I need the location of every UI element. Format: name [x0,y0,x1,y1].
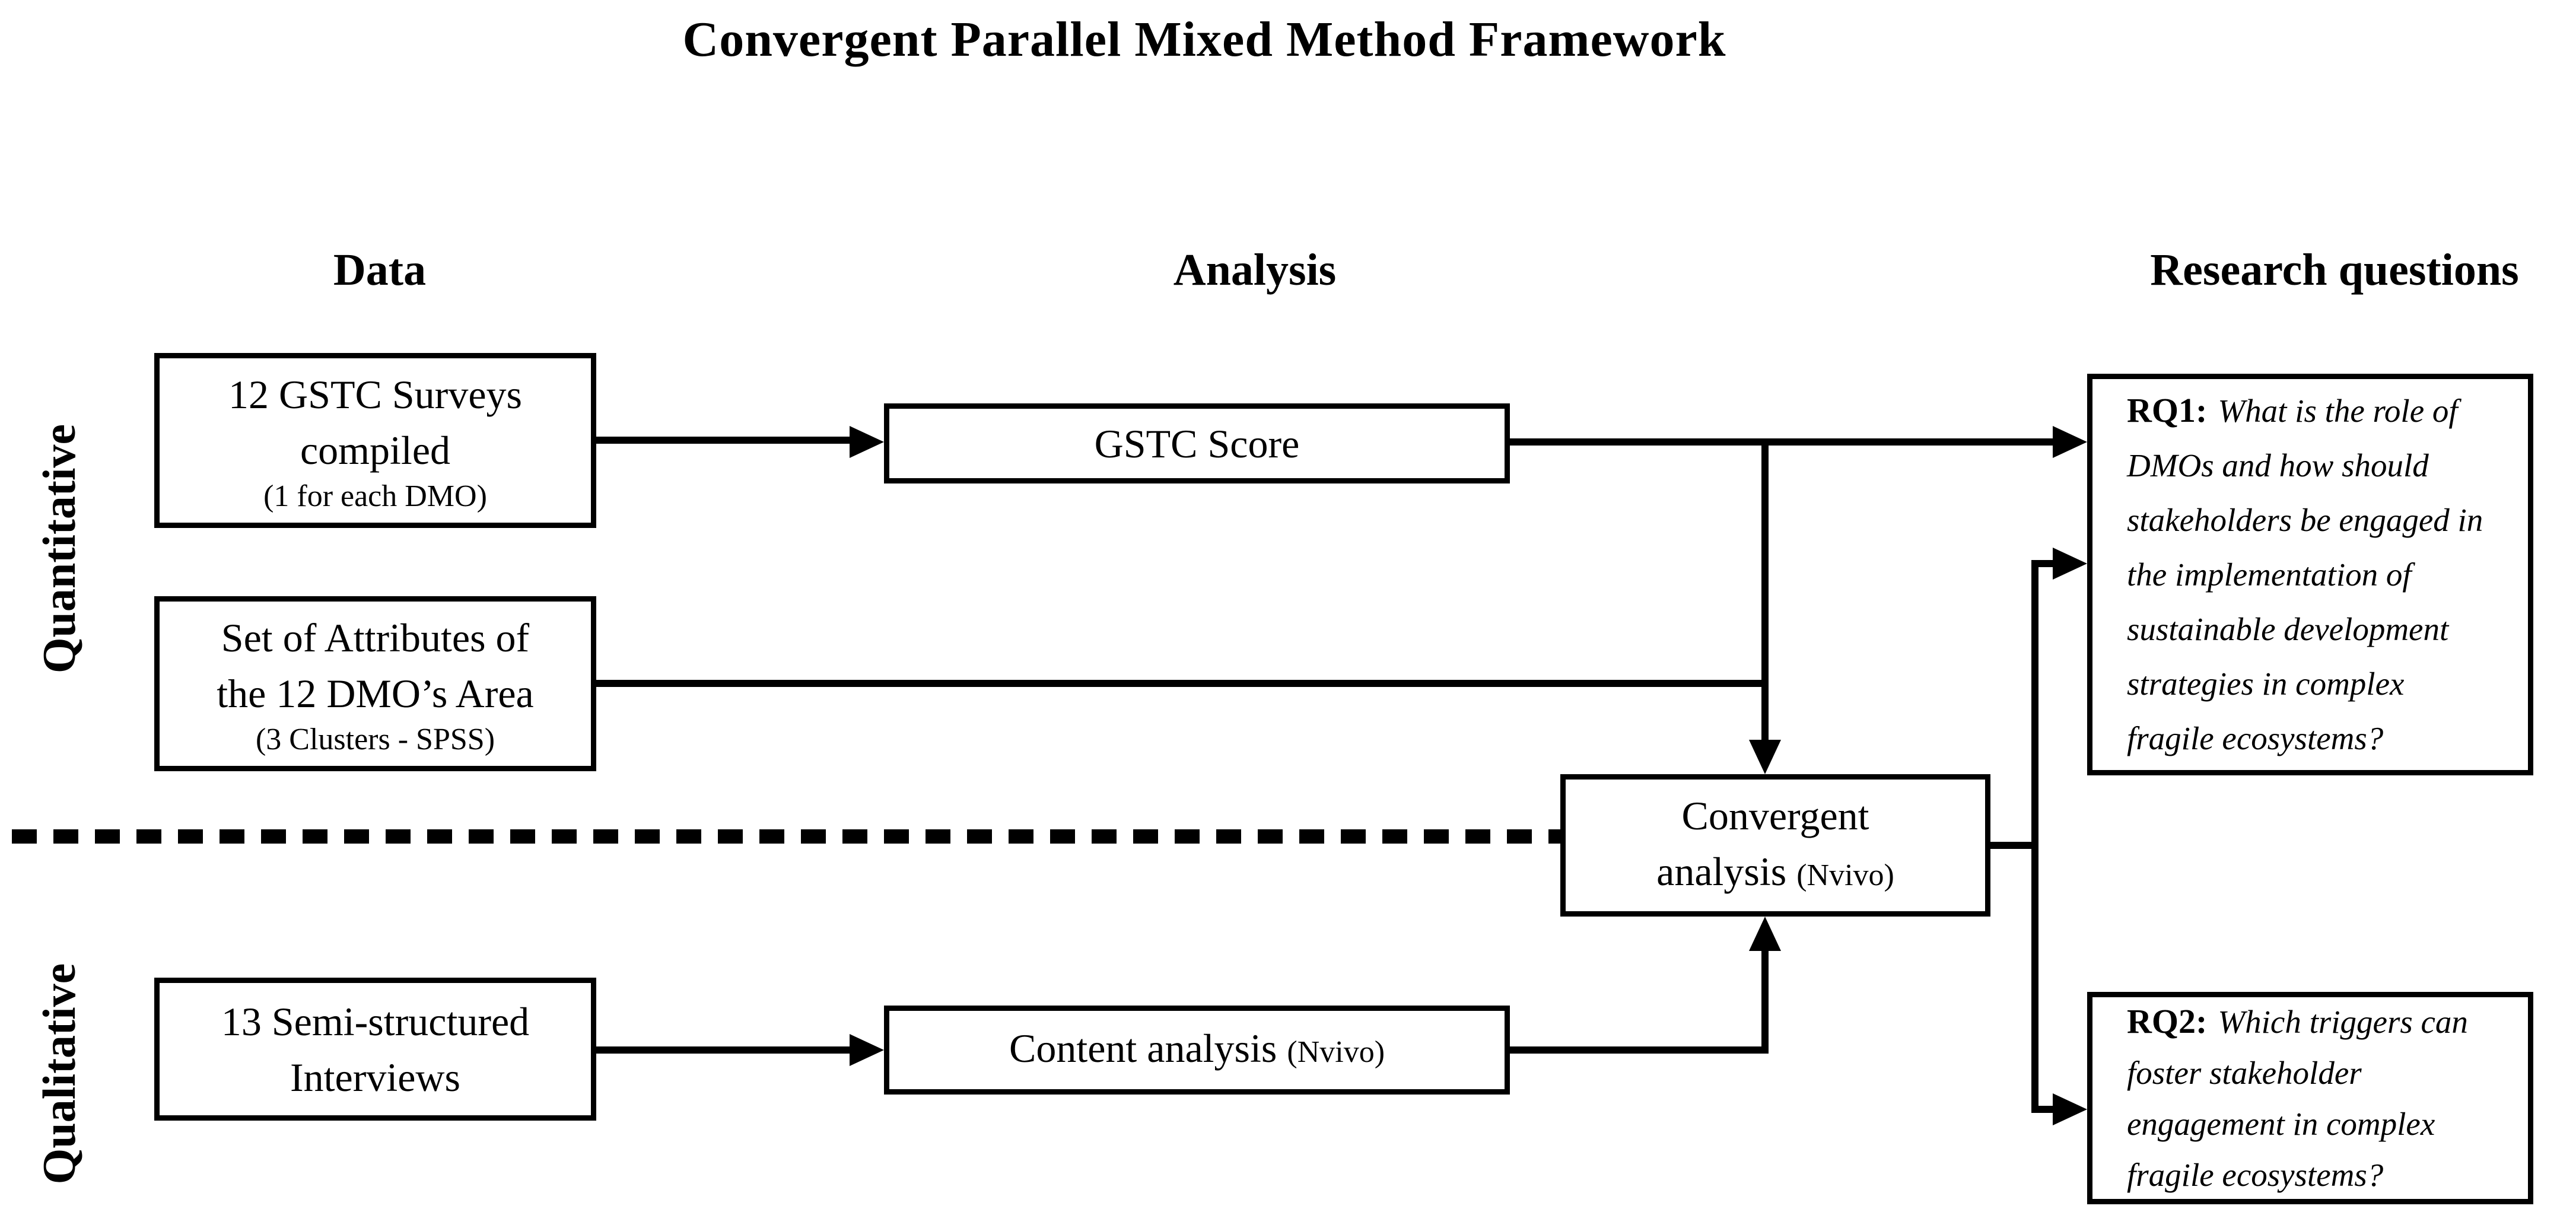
rq1-line-3: the implementation of [2127,556,2412,593]
arrowhead-into-convergent-bottom [1749,917,1781,951]
arrowhead-into-convergent-top [1749,740,1781,774]
arrowhead-into-rq2 [2053,1093,2087,1125]
box-gstc-score-label: GSTC Score [1094,421,1300,466]
box-interviews-line1: 13 Semi-structured [221,998,530,1044]
box-interviews: 13 Semi-structured Interviews [154,978,596,1121]
box-content-analysis-note: (Nvivo) [1287,1035,1385,1069]
arrowhead-into-gstc-score [850,426,884,458]
section-label-qualitative: Qualitative [33,963,85,1185]
rq1-line-0: RQ1: What is the role of [2127,383,2458,438]
box-gstc-surveys-note: (1 for each DMO) [263,479,487,513]
box-rq2: RQ2: Which triggers can foster stakeholde… [2087,992,2533,1204]
connector-attributes-to-junction [596,680,1769,687]
rq1-line-1: DMOs and how should [2127,447,2429,483]
arrowhead-into-content-analysis [850,1034,884,1066]
box-convergent-note: (Nvivo) [1796,858,1894,892]
connector-surveys-to-gstc [596,437,851,444]
box-gstc-surveys-line2: compiled [300,427,451,473]
box-gstc-surveys: 12 GSTC Surveys compiled (1 for each DMO… [154,353,596,528]
rq1-label: RQ1: [2127,391,2208,430]
box-convergent-line1: Convergent [1681,793,1869,838]
rq2-label: RQ2: [2127,1001,2208,1041]
diagram-title: Convergent Parallel Mixed Method Framewo… [682,12,1726,67]
box-interviews-line2: Interviews [290,1054,460,1100]
box-attributes-note: (3 Clusters - SPSS) [255,722,495,756]
section-label-quantitative: Quantitative [33,424,85,674]
connector-junction-down-to-convergent [1761,442,1769,742]
rq1-line-6: fragile ecosystems? [2127,720,2384,756]
box-gstc-score: GSTC Score [884,403,1510,483]
connector-branch-to-rq2 [2031,1106,2055,1113]
rq2-text-0: Which triggers can [2218,1003,2468,1040]
quant-qual-dashed-divider [12,829,1561,844]
connector-branch-to-rq1 [2031,560,2055,567]
rq2-line-2: engagement in complex [2127,1105,2435,1142]
column-header-research-questions: Research questions [2150,245,2519,295]
arrowhead-into-rq1-top [2053,426,2087,458]
connector-branch-vertical [2031,560,2038,1113]
box-gstc-surveys-line1: 12 GSTC Surveys [228,371,522,417]
rq1-line-5: strategies in complex [2127,666,2405,702]
rq2-line-0: RQ2: Which triggers can [2127,996,2468,1048]
connector-content-to-junction [1510,1046,1769,1054]
column-header-analysis: Analysis [1173,245,1337,295]
rq1-line-4: sustainable development [2127,611,2449,647]
rq1-line-2: stakeholders be engaged in [2127,502,2483,538]
box-content-analysis-label: Content analysis (Nvivo) [1009,1020,1385,1080]
box-convergent-line2: analysis (Nvivo) [1656,844,1894,903]
connector-convergent-stub [1990,842,2038,849]
box-convergent-analysis: Convergent analysis (Nvivo) [1560,774,1990,917]
box-attributes: Set of Attributes of the 12 DMO’s Area (… [154,596,596,771]
box-attributes-line2: the 12 DMO’s Area [217,670,534,716]
box-rq1: RQ1: What is the role of DMOs and how sho… [2087,374,2533,775]
box-content-analysis-text: Content analysis [1009,1025,1277,1071]
connector-junction-up-to-convergent [1761,949,1769,1054]
box-content-analysis: Content analysis (Nvivo) [884,1006,1510,1095]
rq2-line-3: fragile ecosystems? [2127,1156,2384,1193]
connector-interviews-to-content [596,1046,851,1054]
column-header-data: Data [333,245,427,295]
rq2-line-1: foster stakeholder [2127,1054,2362,1091]
box-attributes-line1: Set of Attributes of [221,615,530,660]
arrowhead-into-rq1-middle [2053,548,2087,580]
rq1-text-0: What is the role of [2218,393,2458,429]
box-convergent-line2-text: analysis [1656,848,1787,894]
connector-gstc-to-rq1 [1510,438,2055,446]
